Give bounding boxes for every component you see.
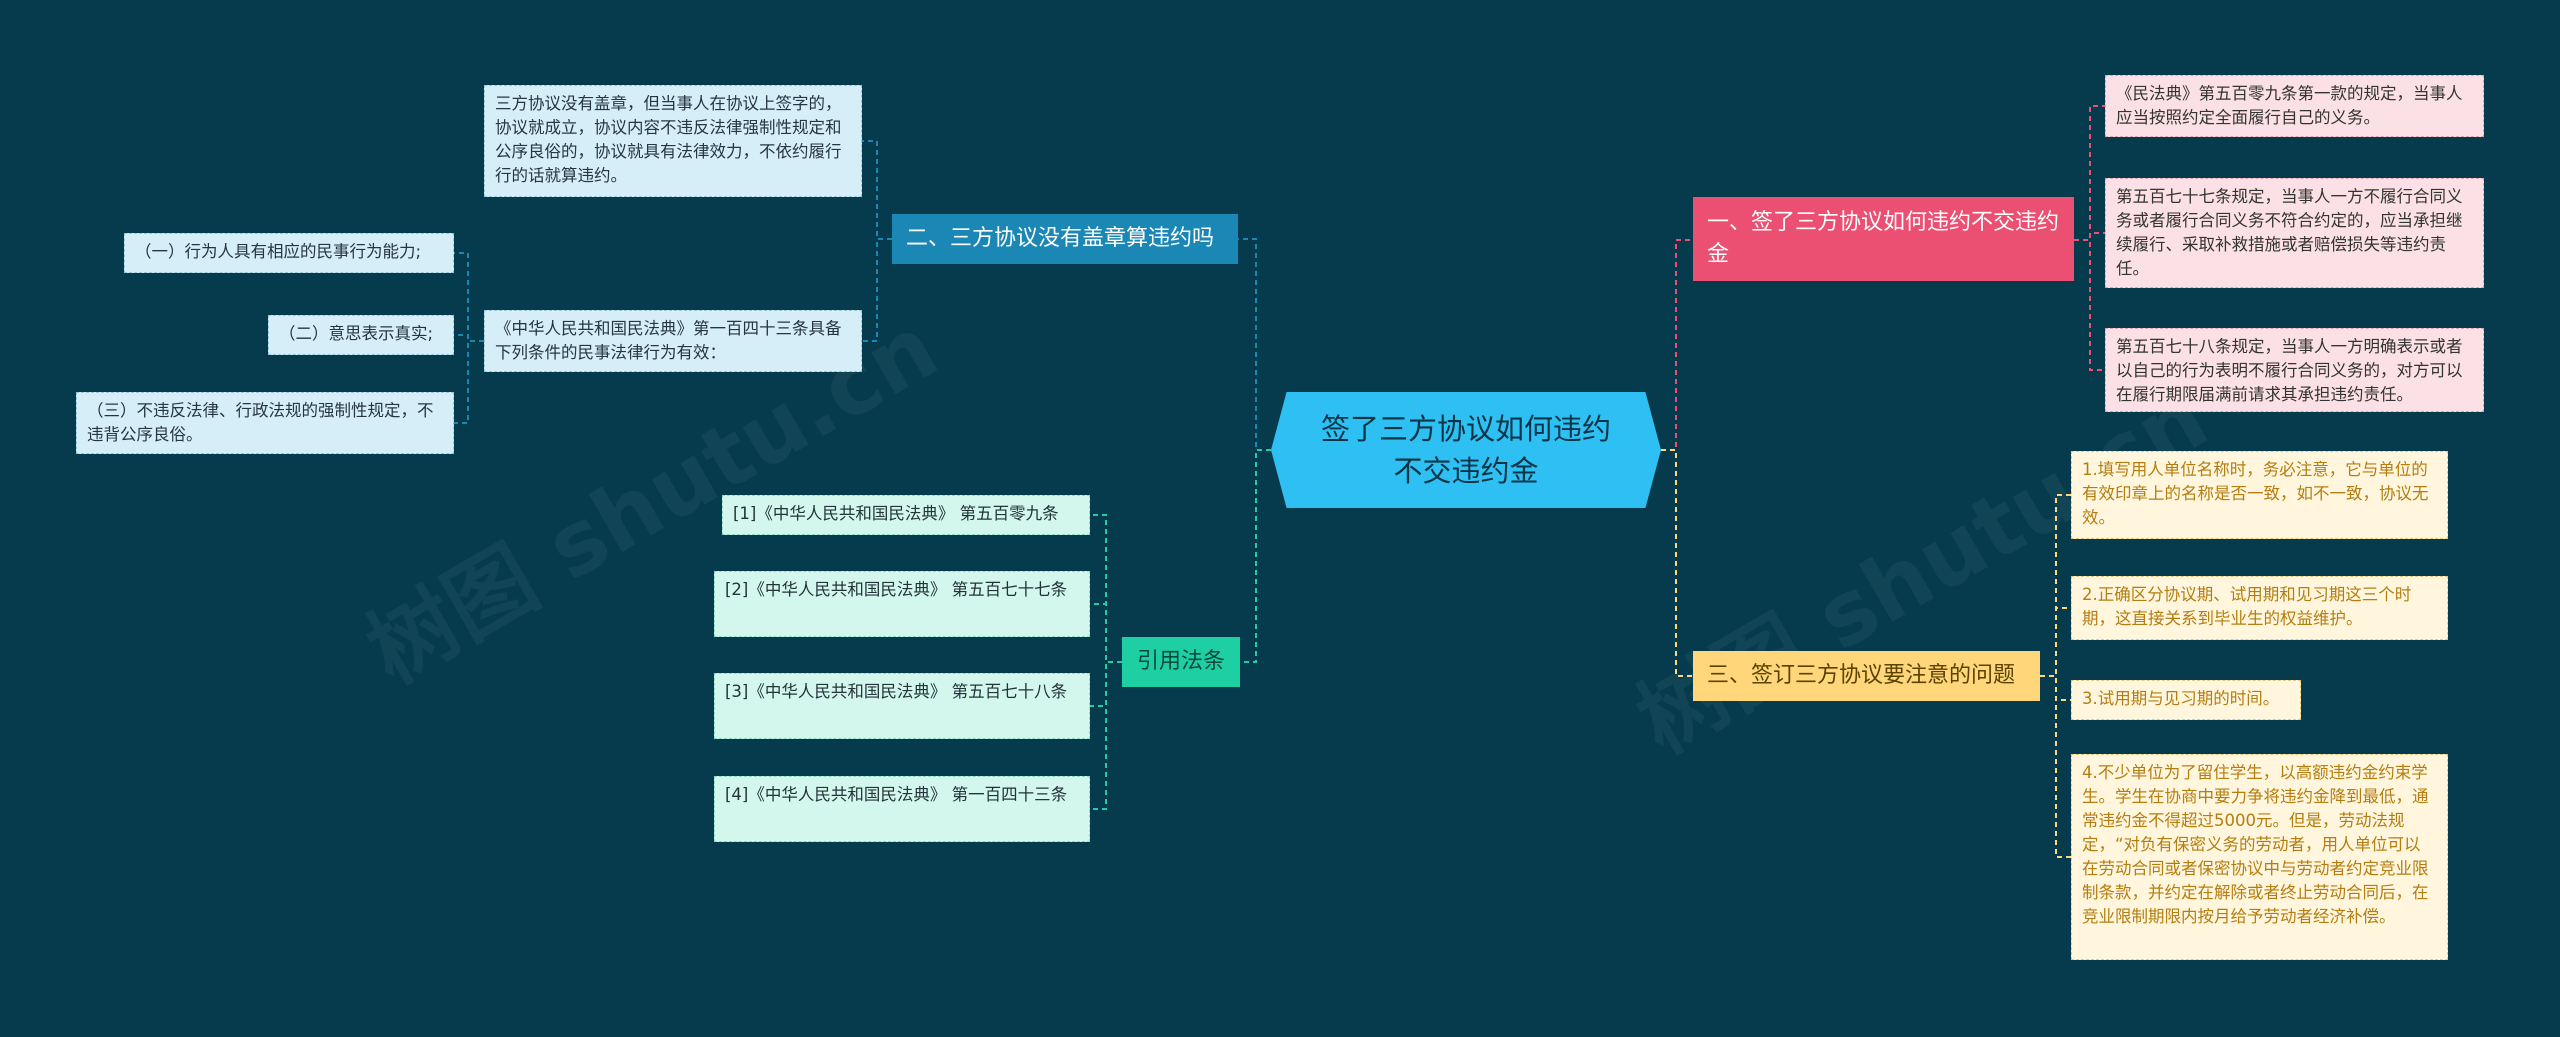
root-topic[interactable]: 签了三方协议如何违约不交违约金 [1271,392,1661,508]
connector-yellow-leaf-4 [2040,675,2071,858]
leaf-text: 第五百七十八条规定，当事人一方明确表示或者以自己的行为表明不履行合同义务的，对方… [2116,337,2463,404]
connector-root-green [1240,449,1271,663]
branch-label: 二、三方协议没有盖章算违约吗 [906,226,1215,252]
leaf-text: （一）行为人具有相应的民事行为能力; [135,242,422,261]
leaf-text: 三方协议没有盖章，但当事人在协议上签字的，协议就成立，协议内容不违反法律强制性规… [495,94,842,185]
connector-red-leaf-3 [2074,239,2105,371]
connector-blue-leaf-2 [862,238,892,342]
leaf-note-3[interactable]: 3.试用期与见习期的时间。 [2071,680,2301,720]
leaf-text: [1]《中华人民共和国民法典》 第五百零九条 [733,504,1059,523]
leaf-text: （二）意思表示真实; [279,324,434,343]
branch-label: 一、签了三方协议如何违约不交违约金 [1707,210,2060,267]
leaf-note-4[interactable]: 4.不少单位为了留住学生，以高额违约金约束学生。学生在协商中要力争将违约金降到最… [2071,754,2448,960]
leaf-text: 1.填写用人单位名称时，务必注意，它与单位的有效印章上的名称是否一致，如不一致，… [2082,460,2429,527]
branch-topic-breach[interactable]: 一、签了三方协议如何违约不交违约金 [1693,197,2074,281]
connector-root-blue [1238,238,1271,451]
citation-3[interactable]: [3]《中华人民共和国民法典》 第五百七十八条 [714,673,1090,739]
connector-root-red [1661,239,1693,451]
connector-green-leaf-1 [1090,514,1122,663]
leaf-condition-2[interactable]: （二）意思表示真实; [268,315,454,355]
connector-green-leaf-4 [1090,661,1122,810]
citation-2[interactable]: [2]《中华人民共和国民法典》 第五百七十七条 [714,571,1090,637]
leaf-text: [4]《中华人民共和国民法典》 第一百四十三条 [725,785,1068,804]
leaf-text: 第五百七十七条规定，当事人一方不履行合同义务或者履行合同义务不符合约定的，应当承… [2116,187,2463,278]
leaf-condition-3[interactable]: （三）不违反法律、行政法规的强制性规定，不违背公序良俗。 [76,392,454,454]
branch-topic-citations[interactable]: 引用法条 [1122,637,1240,687]
leaf-text: 《中华人民共和国民法典》第一百四十三条具备下列条件的民事法律行为有效： [495,319,842,362]
leaf-condition-1[interactable]: （一）行为人具有相应的民事行为能力; [124,233,454,273]
leaf-text: 2.正确区分协议期、试用期和见习期这三个时期，这直接关系到毕业生的权益维护。 [2082,585,2412,628]
leaf-civil-code-509[interactable]: 《民法典》第五百零九条第一款的规定，当事人应当按照约定全面履行自己的义务。 [2105,75,2484,137]
branch-label: 三、签订三方协议要注意的问题 [1707,663,2016,689]
connector-root-yellow [1661,449,1693,677]
connector-red-leaf-2 [2074,232,2105,241]
root-topic-label: 签了三方协议如何违约不交违约金 [1320,411,1611,488]
leaf-text: 4.不少单位为了留住学生，以高额违约金约束学生。学生在协商中要力争将违约金降到最… [2082,763,2429,926]
leaf-civil-code-143[interactable]: 《中华人民共和国民法典》第一百四十三条具备下列条件的民事法律行为有效： [484,310,862,372]
leaf-text: [2]《中华人民共和国民法典》 第五百七十七条 [725,580,1068,599]
connector-sub-2 [454,334,484,342]
citation-1[interactable]: [1]《中华人民共和国民法典》 第五百零九条 [722,495,1090,535]
branch-topic-notes[interactable]: 三、签订三方协议要注意的问题 [1693,651,2040,701]
leaf-civil-code-577[interactable]: 第五百七十七条规定，当事人一方不履行合同义务或者履行合同义务不符合约定的，应当承… [2105,178,2484,288]
leaf-civil-code-578[interactable]: 第五百七十八条规定，当事人一方明确表示或者以自己的行为表明不履行合同义务的，对方… [2105,328,2484,412]
connector-blue-leaf-1 [862,140,892,240]
connector-sub-1 [454,252,484,342]
branch-label: 引用法条 [1136,649,1225,675]
connector-green-leaf-2 [1090,603,1122,663]
branch-topic-no-seal[interactable]: 二、三方协议没有盖章算违约吗 [892,214,1238,264]
connector-sub-3 [454,340,484,424]
leaf-text: 《民法典》第五百零九条第一款的规定，当事人应当按照约定全面履行自己的义务。 [2116,84,2463,127]
leaf-text: （三）不违反法律、行政法规的强制性规定，不违背公序良俗。 [87,401,434,444]
leaf-note-2[interactable]: 2.正确区分协议期、试用期和见习期这三个时期，这直接关系到毕业生的权益维护。 [2071,576,2448,640]
connector-yellow-leaf-2 [2040,607,2071,677]
citation-4[interactable]: [4]《中华人民共和国民法典》 第一百四十三条 [714,776,1090,842]
leaf-text: [3]《中华人民共和国民法典》 第五百七十八条 [725,682,1068,701]
leaf-no-seal-explanation[interactable]: 三方协议没有盖章，但当事人在协议上签字的，协议就成立，协议内容不违反法律强制性规… [484,85,862,197]
leaf-text: 3.试用期与见习期的时间。 [2082,689,2280,708]
leaf-note-1[interactable]: 1.填写用人单位名称时，务必注意，它与单位的有效印章上的名称是否一致，如不一致，… [2071,451,2448,539]
connector-red-leaf-1 [2074,105,2105,241]
